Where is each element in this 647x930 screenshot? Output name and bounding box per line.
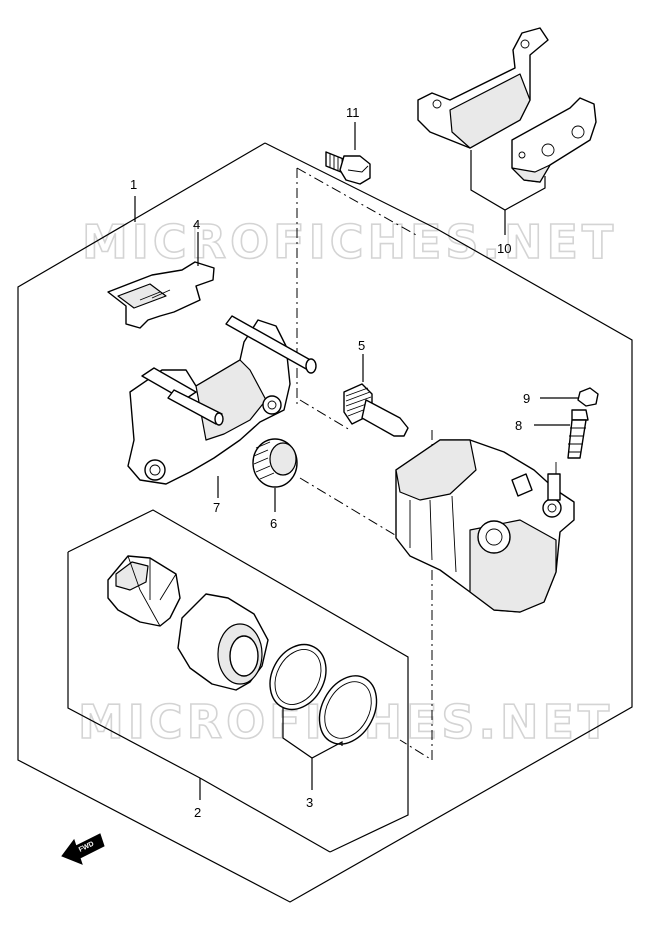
callout-1: 1 xyxy=(130,177,137,192)
piston-kit-box xyxy=(67,509,409,853)
callout-6: 6 xyxy=(270,516,277,531)
callout-5: 5 xyxy=(358,338,365,353)
pad-spring-part-4 xyxy=(107,232,215,329)
callout-2: 2 xyxy=(194,805,201,820)
bleeder-valve-part-8 xyxy=(534,409,589,459)
callout-8: 8 xyxy=(515,418,522,433)
assembly-outline xyxy=(17,142,633,903)
caliper-bracket-part-7 xyxy=(127,315,317,498)
callout-10: 10 xyxy=(497,241,511,256)
piston-seal-rings-part-3 xyxy=(269,643,378,790)
brake-pad-set-part-10 xyxy=(417,27,597,235)
watermark-top: MICROFICHES.NET xyxy=(82,215,617,269)
fwd-arrow-icon: FWD xyxy=(61,833,105,865)
piston xyxy=(177,593,269,691)
callout-7: 7 xyxy=(213,500,220,515)
boot-part-6 xyxy=(252,438,298,512)
bleeder-cap-part-9 xyxy=(540,387,599,407)
callout-4: 4 xyxy=(193,217,200,232)
bolt-part-11 xyxy=(325,151,371,185)
callout-9: 9 xyxy=(523,391,530,406)
callout-11: 11 xyxy=(346,105,360,120)
slide-pin-part-5 xyxy=(343,354,409,437)
callout-3: 3 xyxy=(306,795,313,810)
piston-insulator xyxy=(107,555,181,627)
caliper-body xyxy=(395,439,575,613)
